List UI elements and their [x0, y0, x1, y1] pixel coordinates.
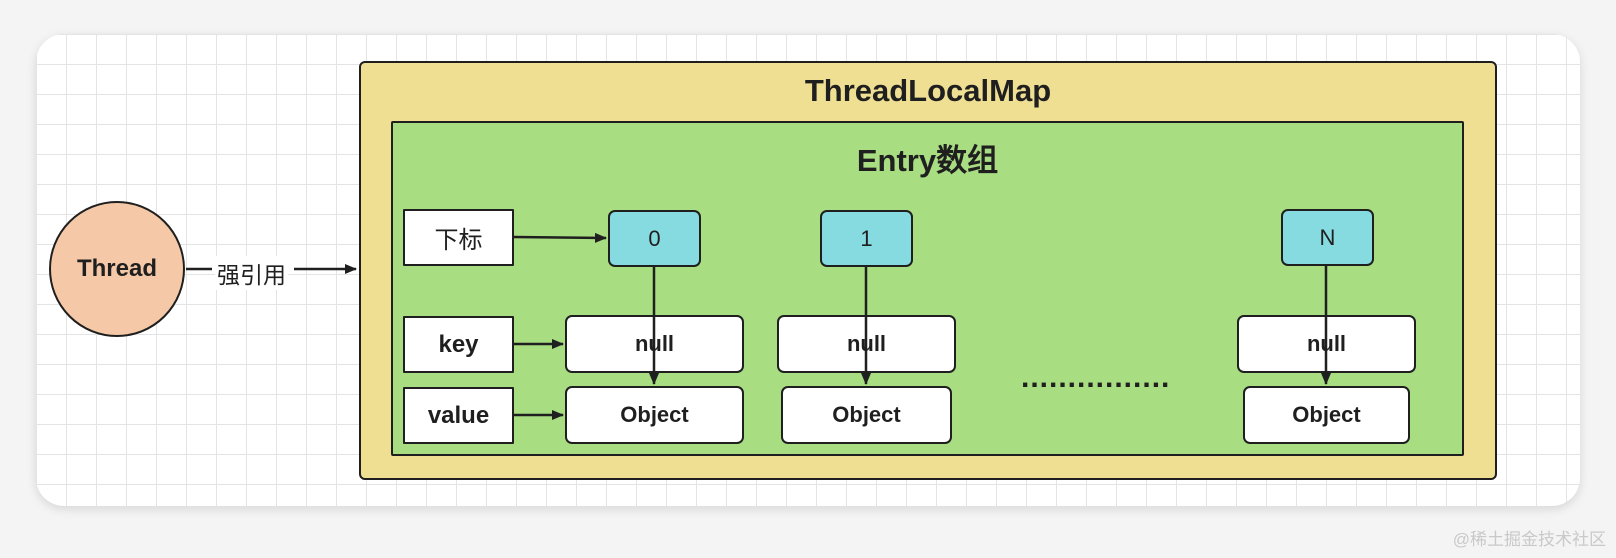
index-row-label-text: 下标: [434, 227, 483, 254]
value-row-label: value: [403, 387, 514, 444]
watermark: @稀土掘金技术社区: [1452, 530, 1606, 549]
strong-reference-label: 强引用: [215, 256, 288, 290]
value-row-label-text: value: [427, 401, 490, 429]
value-cell-1-text: Object: [832, 402, 901, 427]
key-row-label: key: [403, 316, 514, 373]
value-cell-1: Object: [781, 386, 952, 444]
diagram-canvas: ThreadLocalMap Entry数组 Thread 强引用 下标 key…: [36, 34, 1580, 506]
entry-array-title: Entry数组: [856, 143, 999, 178]
key-cell-1: null: [777, 315, 956, 373]
value-cell-0: Object: [565, 386, 744, 444]
key-cell-0-text: null: [634, 331, 675, 356]
key-cell-n-text: null: [1306, 331, 1347, 356]
key-cell-n: null: [1237, 315, 1416, 373]
index-row-label: 下标: [403, 209, 514, 266]
ellipsis: ................: [1021, 361, 1171, 394]
value-cell-n-text: Object: [1292, 402, 1361, 427]
key-row-label-text: key: [438, 330, 479, 358]
thread-label: Thread: [76, 255, 157, 282]
value-cell-0-text: Object: [620, 402, 689, 427]
value-cell-n: Object: [1243, 386, 1410, 444]
key-cell-0: null: [565, 315, 744, 373]
key-cell-1-text: null: [846, 331, 887, 356]
index-cell-0: 0: [608, 210, 701, 267]
threadlocalmap-title: ThreadLocalMap: [804, 73, 1052, 108]
index-cell-n: N: [1281, 209, 1374, 266]
index-cell-0-text: 0: [648, 225, 661, 251]
index-cell-n-text: N: [1319, 224, 1336, 250]
index-cell-1-text: 1: [860, 225, 873, 251]
thread-node: Thread: [49, 201, 185, 337]
index-cell-1: 1: [820, 210, 913, 267]
